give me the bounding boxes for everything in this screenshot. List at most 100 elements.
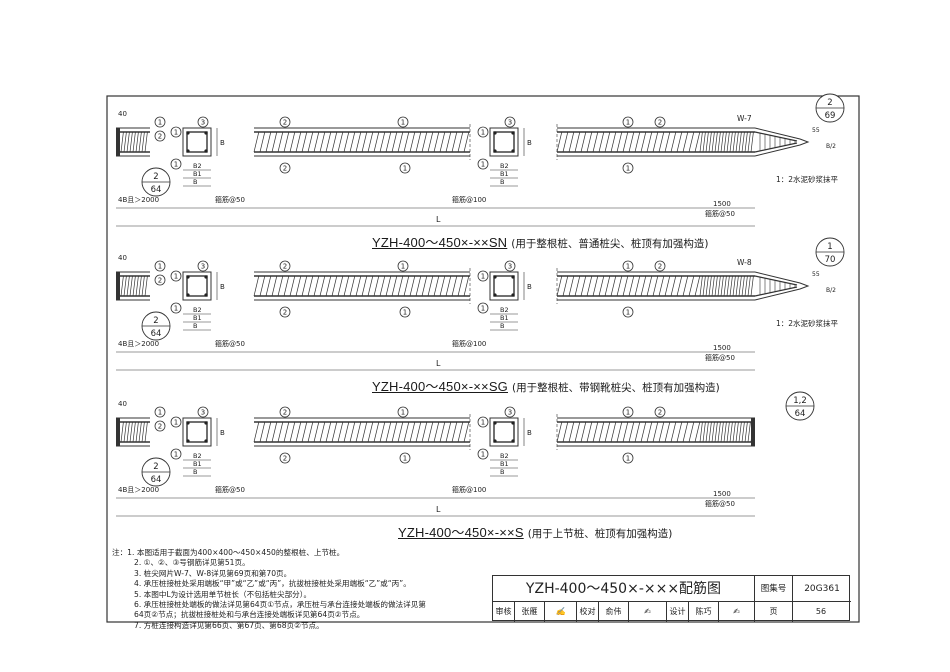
mortar-note: 1：2水泥砂浆抹平 bbox=[776, 174, 839, 184]
dimension-text: 1500 bbox=[713, 200, 731, 208]
detail-reference-bottom: 64 bbox=[151, 185, 162, 195]
bar-marker-circle bbox=[654, 260, 666, 272]
bar-marker-number: 1 bbox=[403, 455, 407, 463]
section-bar bbox=[511, 131, 515, 135]
dimension-text: 箍筋@50 bbox=[705, 499, 735, 508]
bar-marker: 3 bbox=[197, 260, 209, 272]
dimension-text: 4B且＞2000 bbox=[118, 196, 159, 204]
section-bar bbox=[186, 439, 190, 443]
bar-marker: 2 bbox=[279, 452, 291, 464]
section-stirrup bbox=[493, 275, 515, 297]
review-label: 审核 bbox=[493, 602, 515, 622]
bar-marker-number: 2 bbox=[283, 165, 287, 173]
bar-marker-number: 3 bbox=[201, 263, 205, 271]
caption-s: YZH-400～450×-××S(用于上节桩、桩顶有加强构造) bbox=[398, 522, 672, 541]
bar-marker-number: 1 bbox=[174, 451, 178, 459]
bar-marker-circle bbox=[504, 260, 516, 272]
detail-reference-bottom: 69 bbox=[825, 111, 836, 121]
bar-marker-circle bbox=[622, 260, 634, 272]
dimension-text: 55 bbox=[812, 127, 820, 134]
bar-marker: 3 bbox=[504, 116, 516, 128]
bar-marker-circle bbox=[279, 260, 291, 272]
dimension-text: B bbox=[500, 178, 504, 186]
atlas-label: 图集号 bbox=[755, 576, 793, 602]
dimension-text: B bbox=[220, 429, 225, 437]
dimension-text: B1 bbox=[500, 170, 509, 178]
dimension-text: B1 bbox=[193, 314, 202, 322]
dimension-text: B bbox=[220, 283, 225, 291]
dimension-text: B bbox=[193, 468, 197, 476]
bar-marker: 1 bbox=[170, 270, 182, 282]
section-bar bbox=[511, 439, 515, 443]
pile-tip bbox=[754, 127, 810, 157]
dimension-text: 40 bbox=[118, 110, 127, 118]
bar-marker: 1 bbox=[477, 448, 489, 460]
bar-marker-circle bbox=[477, 126, 489, 138]
bar-marker: 1 bbox=[154, 406, 166, 418]
section-stirrup bbox=[493, 131, 515, 153]
bar-marker-number: 2 bbox=[658, 263, 662, 271]
bar-marker-number: 1 bbox=[174, 129, 178, 137]
bar-marker: 1 bbox=[170, 126, 182, 138]
bar-marker: 1 bbox=[477, 158, 489, 170]
bar-marker-number: 2 bbox=[283, 119, 287, 127]
section-bar bbox=[493, 439, 497, 443]
section-bar bbox=[186, 149, 190, 153]
bar-marker: 1 bbox=[477, 270, 489, 282]
bar-marker: 1 bbox=[622, 406, 634, 418]
bar-marker-circle bbox=[397, 406, 409, 418]
mesh-plate-label: W-8 bbox=[737, 258, 752, 267]
bar-marker: 3 bbox=[197, 116, 209, 128]
bar-marker-circle bbox=[504, 116, 516, 128]
bar-marker: 1 bbox=[397, 116, 409, 128]
section-bar bbox=[204, 421, 208, 425]
bar-marker-number: 1 bbox=[174, 273, 178, 281]
dimension-text: B bbox=[193, 178, 197, 186]
note-line: 7. 方桩连接构造详见第66页、第67页、第68页②节点。 bbox=[134, 620, 324, 630]
end-plate bbox=[116, 128, 120, 156]
bar-marker-number: 2 bbox=[283, 309, 287, 317]
bar-marker-circle bbox=[154, 130, 166, 142]
bar-marker-number: 2 bbox=[283, 455, 287, 463]
drawing-frame bbox=[106, 95, 860, 623]
bar-marker-circle bbox=[504, 406, 516, 418]
bar-marker: 1 bbox=[397, 260, 409, 272]
bar-marker-circle bbox=[397, 260, 409, 272]
section-bar bbox=[511, 421, 515, 425]
bar-marker: 2 bbox=[654, 116, 666, 128]
bar-marker-number: 1 bbox=[401, 119, 405, 127]
caption-sg: YZH-400～450×-××SG(用于整根桩、带钢靴桩尖、桩顶有加强构造) bbox=[372, 376, 720, 395]
bar-marker-number: 1 bbox=[158, 409, 162, 417]
dimension-text: 箍筋@50 bbox=[215, 195, 245, 204]
reviewer-name: 张雁 bbox=[515, 602, 545, 622]
bar-marker: 1 bbox=[622, 162, 634, 174]
note-line: 4. 承压桩接桩处采用端板“甲”或“乙”或“丙”，抗拔桩接桩处采用端板“乙”或“… bbox=[134, 579, 411, 589]
end-plate bbox=[751, 418, 755, 446]
section-bar bbox=[186, 421, 190, 425]
bar-marker-number: 2 bbox=[283, 263, 287, 271]
bar-marker-number: 1 bbox=[626, 455, 630, 463]
dimension-text: B1 bbox=[500, 314, 509, 322]
detail-reference: 170 bbox=[815, 237, 845, 267]
bar-marker-circle bbox=[622, 162, 634, 174]
dimension-text: B2 bbox=[193, 452, 202, 460]
detail-reference-top: 2 bbox=[827, 98, 832, 108]
bar-marker-number: 3 bbox=[508, 263, 512, 271]
caption-sn: YZH-400～450×-××SN(用于整根桩、普通桩尖、桩顶有加强构造) bbox=[372, 232, 708, 251]
stirrup-spiral bbox=[253, 275, 470, 297]
section-bar bbox=[186, 131, 190, 135]
bar-marker-number: 1 bbox=[481, 161, 485, 169]
tip-bars bbox=[754, 131, 798, 153]
stirrup-spiral bbox=[120, 131, 148, 153]
dimension-text: 箍筋@50 bbox=[705, 209, 735, 218]
bar-marker: 1 bbox=[477, 416, 489, 428]
checker-signature: ✍ bbox=[629, 602, 667, 622]
bar-marker: 1 bbox=[170, 448, 182, 460]
mortar-note: 1：2水泥砂浆抹平 bbox=[776, 318, 839, 328]
detail-reference: 264 bbox=[141, 457, 171, 487]
